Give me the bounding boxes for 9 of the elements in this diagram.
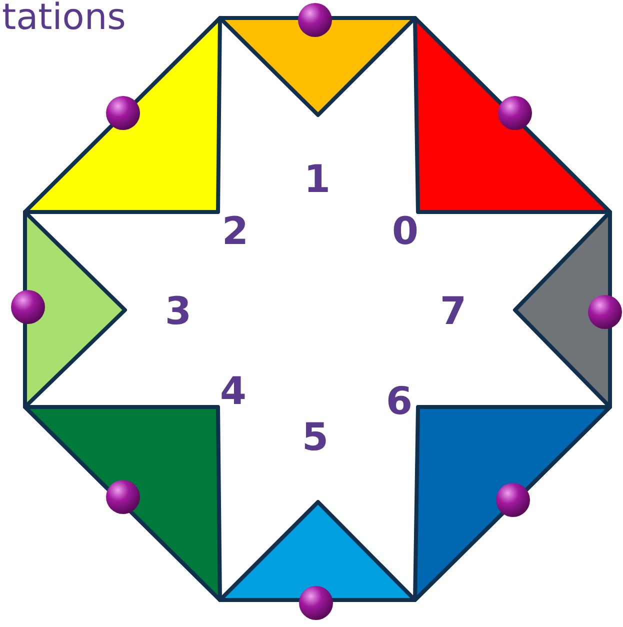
number-label: 3: [165, 292, 192, 330]
number-label: 7: [440, 292, 466, 330]
number-label: 4: [220, 372, 246, 410]
number-label: 0: [392, 212, 418, 250]
number-label: 5: [302, 418, 328, 456]
number-label: 2: [222, 212, 248, 250]
number-label: 6: [386, 382, 412, 420]
number-label: 1: [304, 160, 330, 198]
heading-text: tations: [2, 0, 126, 36]
